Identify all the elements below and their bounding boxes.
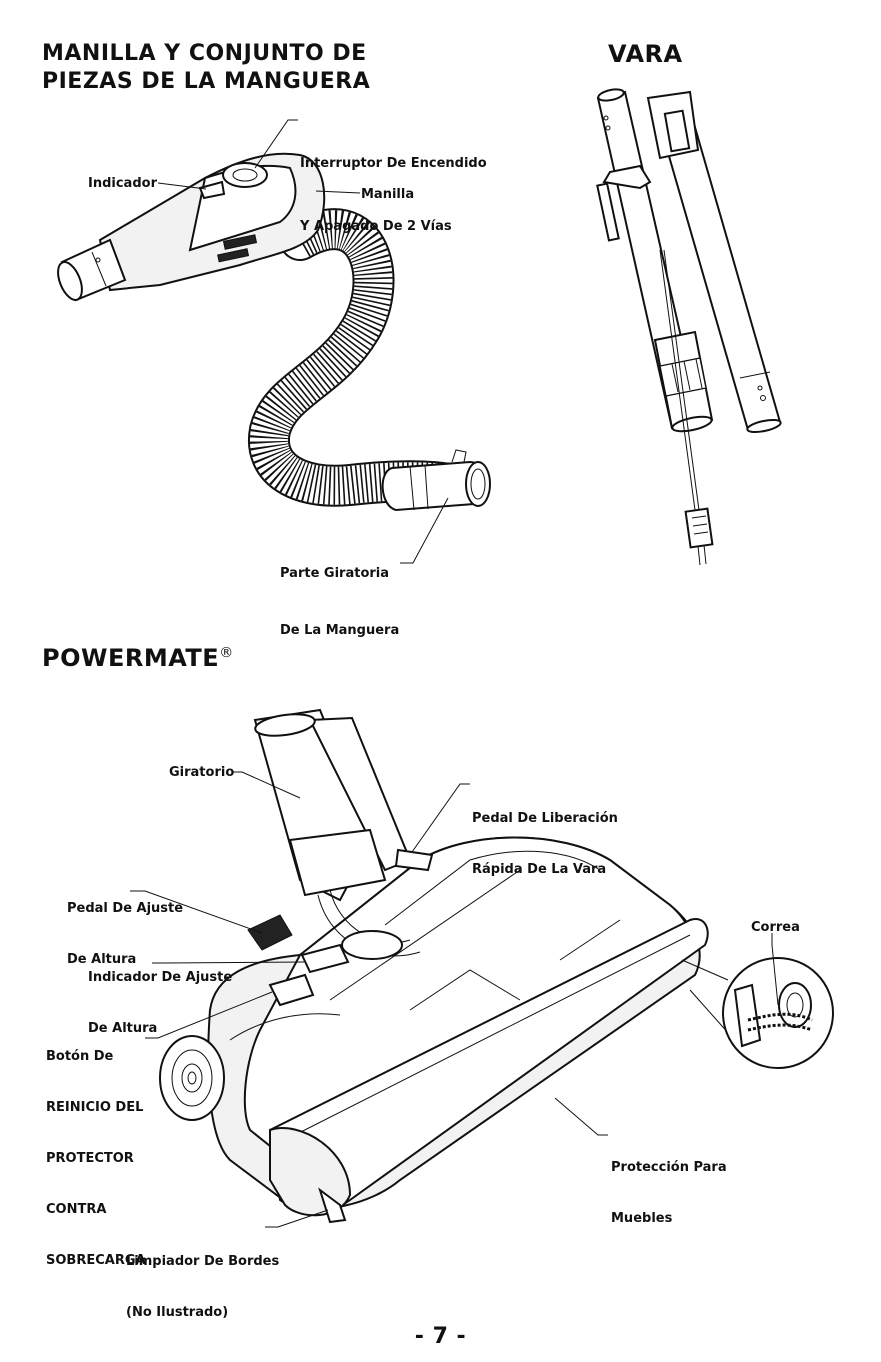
height-indicator-line1: Indicador De Ajuste bbox=[88, 970, 233, 985]
furniture-guard-line2: Muebles bbox=[611, 1211, 673, 1226]
hose-swivel-label: Parte Giratoria De La Manguera bbox=[280, 526, 399, 659]
reset-button-label: Botón De REINICIO DEL PROTECTOR CONTRA S… bbox=[46, 1014, 146, 1286]
height-pedal-line1: Pedal De Ajuste bbox=[67, 901, 184, 916]
hose-swivel-line1: Parte Giratoria bbox=[280, 566, 390, 581]
hose-handle-illustration bbox=[57, 152, 491, 512]
wand-release-label: Pedal De Liberación Rápida De La Vara bbox=[472, 776, 618, 895]
hose-title-line1: MANILLA Y CONJUNTO DE bbox=[42, 41, 367, 66]
wand-release-line2: Rápida De La Vara bbox=[472, 862, 607, 877]
reset-line1: Botón De bbox=[46, 1049, 114, 1064]
hose-section-title: MANILLA Y CONJUNTO DE PIEZAS DE LA MANGU… bbox=[42, 40, 370, 96]
reset-line3: PROTECTOR bbox=[46, 1151, 134, 1166]
furniture-guard-label: Protección Para Muebles bbox=[611, 1125, 727, 1244]
page-number: - 7 - bbox=[414, 1324, 467, 1349]
switch-label-line2: Y Apagado De 2 Vías bbox=[300, 219, 452, 234]
registered-mark: ® bbox=[219, 645, 234, 661]
reset-line5: SOBRECARGA bbox=[46, 1253, 146, 1268]
wand-section-title: VARA bbox=[608, 40, 683, 68]
edge-cleaner-line1: Limpiador De Bordes bbox=[126, 1254, 280, 1269]
powermate-illustration bbox=[159, 708, 709, 1224]
height-pedal-line2: De Altura bbox=[67, 952, 137, 967]
hose-leader-lines bbox=[157, 119, 449, 564]
powermate-leader-lines bbox=[130, 771, 779, 1228]
powermate-title-text: POWERMATE bbox=[42, 644, 220, 672]
reset-line4: CONTRA bbox=[46, 1202, 107, 1217]
edge-cleaner-line2: (No Ilustrado) bbox=[126, 1305, 229, 1320]
powermate-section-title: POWERMATE® bbox=[42, 644, 234, 672]
switch-label: Interruptor De Encendido Y Apagado De 2 … bbox=[300, 111, 487, 258]
belt-label: Correa bbox=[751, 920, 800, 935]
height-indicator-label: Indicador De Ajuste De Altura bbox=[88, 935, 232, 1054]
swivel-label: Giratorio bbox=[169, 765, 235, 780]
furniture-guard-line1: Protección Para bbox=[611, 1160, 727, 1175]
hose-title-line2: PIEZAS DE LA MANGUERA bbox=[42, 69, 371, 94]
hose-swivel-line2: De La Manguera bbox=[280, 623, 400, 638]
indicator-label: Indicador bbox=[88, 176, 157, 191]
handle-label: Manilla bbox=[361, 187, 415, 202]
edge-cleaner-label: Limpiador De Bordes (No Ilustrado) bbox=[126, 1219, 279, 1338]
wand-release-line1: Pedal De Liberación bbox=[472, 811, 618, 826]
switch-label-line1: Interruptor De Encendido bbox=[300, 156, 487, 171]
reset-line2: REINICIO DEL bbox=[46, 1100, 144, 1115]
height-indicator-line2: De Altura bbox=[88, 1021, 158, 1036]
height-pedal-label: Pedal De Ajuste De Altura bbox=[67, 866, 183, 985]
wand-illustration bbox=[596, 88, 782, 566]
belt-detail-inset bbox=[681, 957, 834, 1069]
